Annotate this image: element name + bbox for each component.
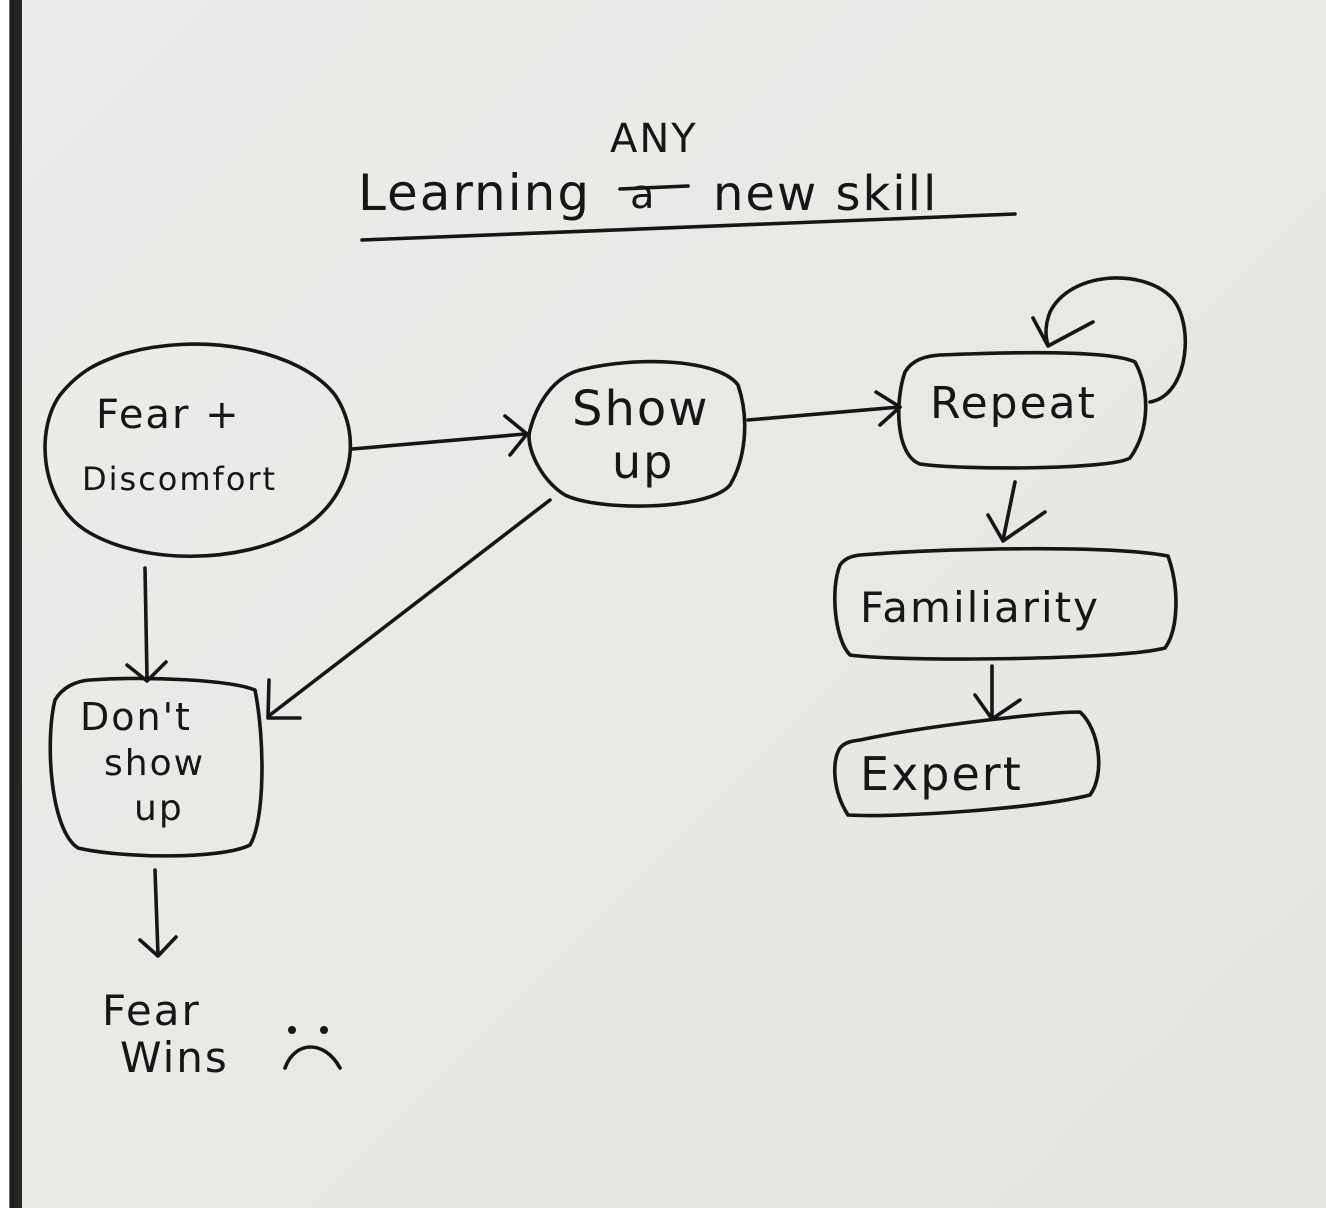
- sad-face-icon: [283, 1026, 342, 1070]
- node-shape: [527, 359, 747, 508]
- arrow-show-up-to-repeat: [746, 390, 902, 427]
- arrow-repeat-to-familiarity: [986, 480, 1047, 543]
- title-struck-word: a: [630, 172, 657, 218]
- node-label-line-1: Fear +: [96, 392, 241, 438]
- node-shape: [896, 350, 1148, 470]
- arrow-show-up-to-dont-show-up: [266, 498, 552, 720]
- node-dont-show-up: Don't show up: [48, 676, 264, 858]
- node-label: Familiarity: [860, 583, 1100, 632]
- paper-page: [22, 0, 1326, 1208]
- arrow-familiarity-to-expert: [973, 664, 1022, 721]
- node-repeat: Repeat: [896, 350, 1148, 470]
- node-shape: [43, 342, 353, 559]
- node-label-line-3: up: [134, 788, 184, 829]
- node-show-up: Show up: [527, 359, 747, 508]
- node-label-line-2: Discomfort: [82, 460, 277, 498]
- self-loop-arrow: [1044, 276, 1188, 404]
- arrow-fear-to-show-up: [350, 414, 529, 457]
- node-fear-discomfort: Fear + Discomfort: [43, 342, 353, 559]
- arrow-dont-show-up-to-fear-wins: [138, 868, 178, 958]
- outcome-label-line-2: Wins: [120, 1033, 229, 1082]
- binder-edge: [0, 0, 22, 1208]
- outcome-label-line-1: Fear: [102, 986, 201, 1035]
- title-learning: Learning: [358, 164, 591, 222]
- node-label: Repeat: [930, 378, 1097, 429]
- node-shape: [48, 676, 264, 858]
- self-loop-arrowhead: [1031, 316, 1095, 348]
- node-label-line-2: show: [104, 743, 205, 784]
- node-label-line-2: up: [612, 435, 674, 489]
- node-familiarity: Familiarity: [833, 546, 1178, 661]
- title: ANY Learning a new skill: [358, 116, 1017, 242]
- node-label-line-1: Show: [572, 381, 710, 437]
- node-expert: Expert: [832, 710, 1101, 818]
- title-underline: [360, 212, 1017, 242]
- node-label: Expert: [860, 747, 1023, 801]
- strike-through-line: [618, 184, 690, 191]
- outcome-fear-wins: Fear Wins: [102, 986, 342, 1082]
- node-shape: [832, 710, 1101, 818]
- node-label-line-1: Don't: [80, 695, 192, 739]
- title-insert-any: ANY: [610, 116, 698, 162]
- title-new-skill: new skill: [713, 166, 938, 222]
- node-shape: [833, 546, 1178, 661]
- arrow-fear-to-dont-show-up: [125, 566, 168, 683]
